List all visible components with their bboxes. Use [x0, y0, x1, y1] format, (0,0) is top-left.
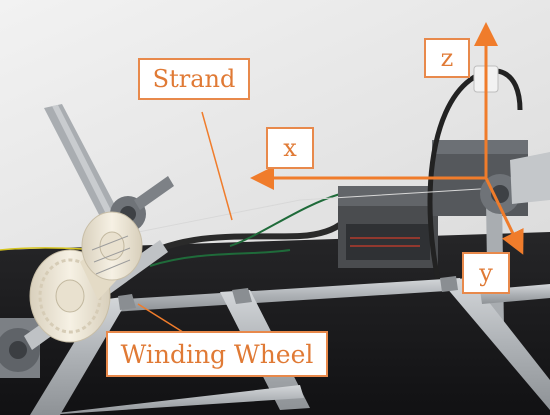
x-axis-label: x [266, 127, 314, 169]
strand-pointer-line [201, 111, 233, 221]
winding-wheel [0, 211, 168, 378]
strand-label: Strand [138, 58, 250, 100]
z-axis-label: z [424, 38, 470, 78]
y-axis-arrow [484, 177, 524, 255]
left-rod [134, 176, 174, 210]
frame-rail-left [30, 296, 130, 415]
winding-wheel-label: Winding Wheel [106, 331, 328, 377]
winding-pointer-line [137, 303, 187, 335]
frame-rail-right [440, 278, 550, 410]
frame-rail-back [110, 278, 462, 312]
y-axis-label: y [462, 252, 510, 294]
strand-thread [117, 187, 497, 237]
frame-rail-front [40, 385, 304, 415]
sensor-cable [427, 68, 523, 291]
